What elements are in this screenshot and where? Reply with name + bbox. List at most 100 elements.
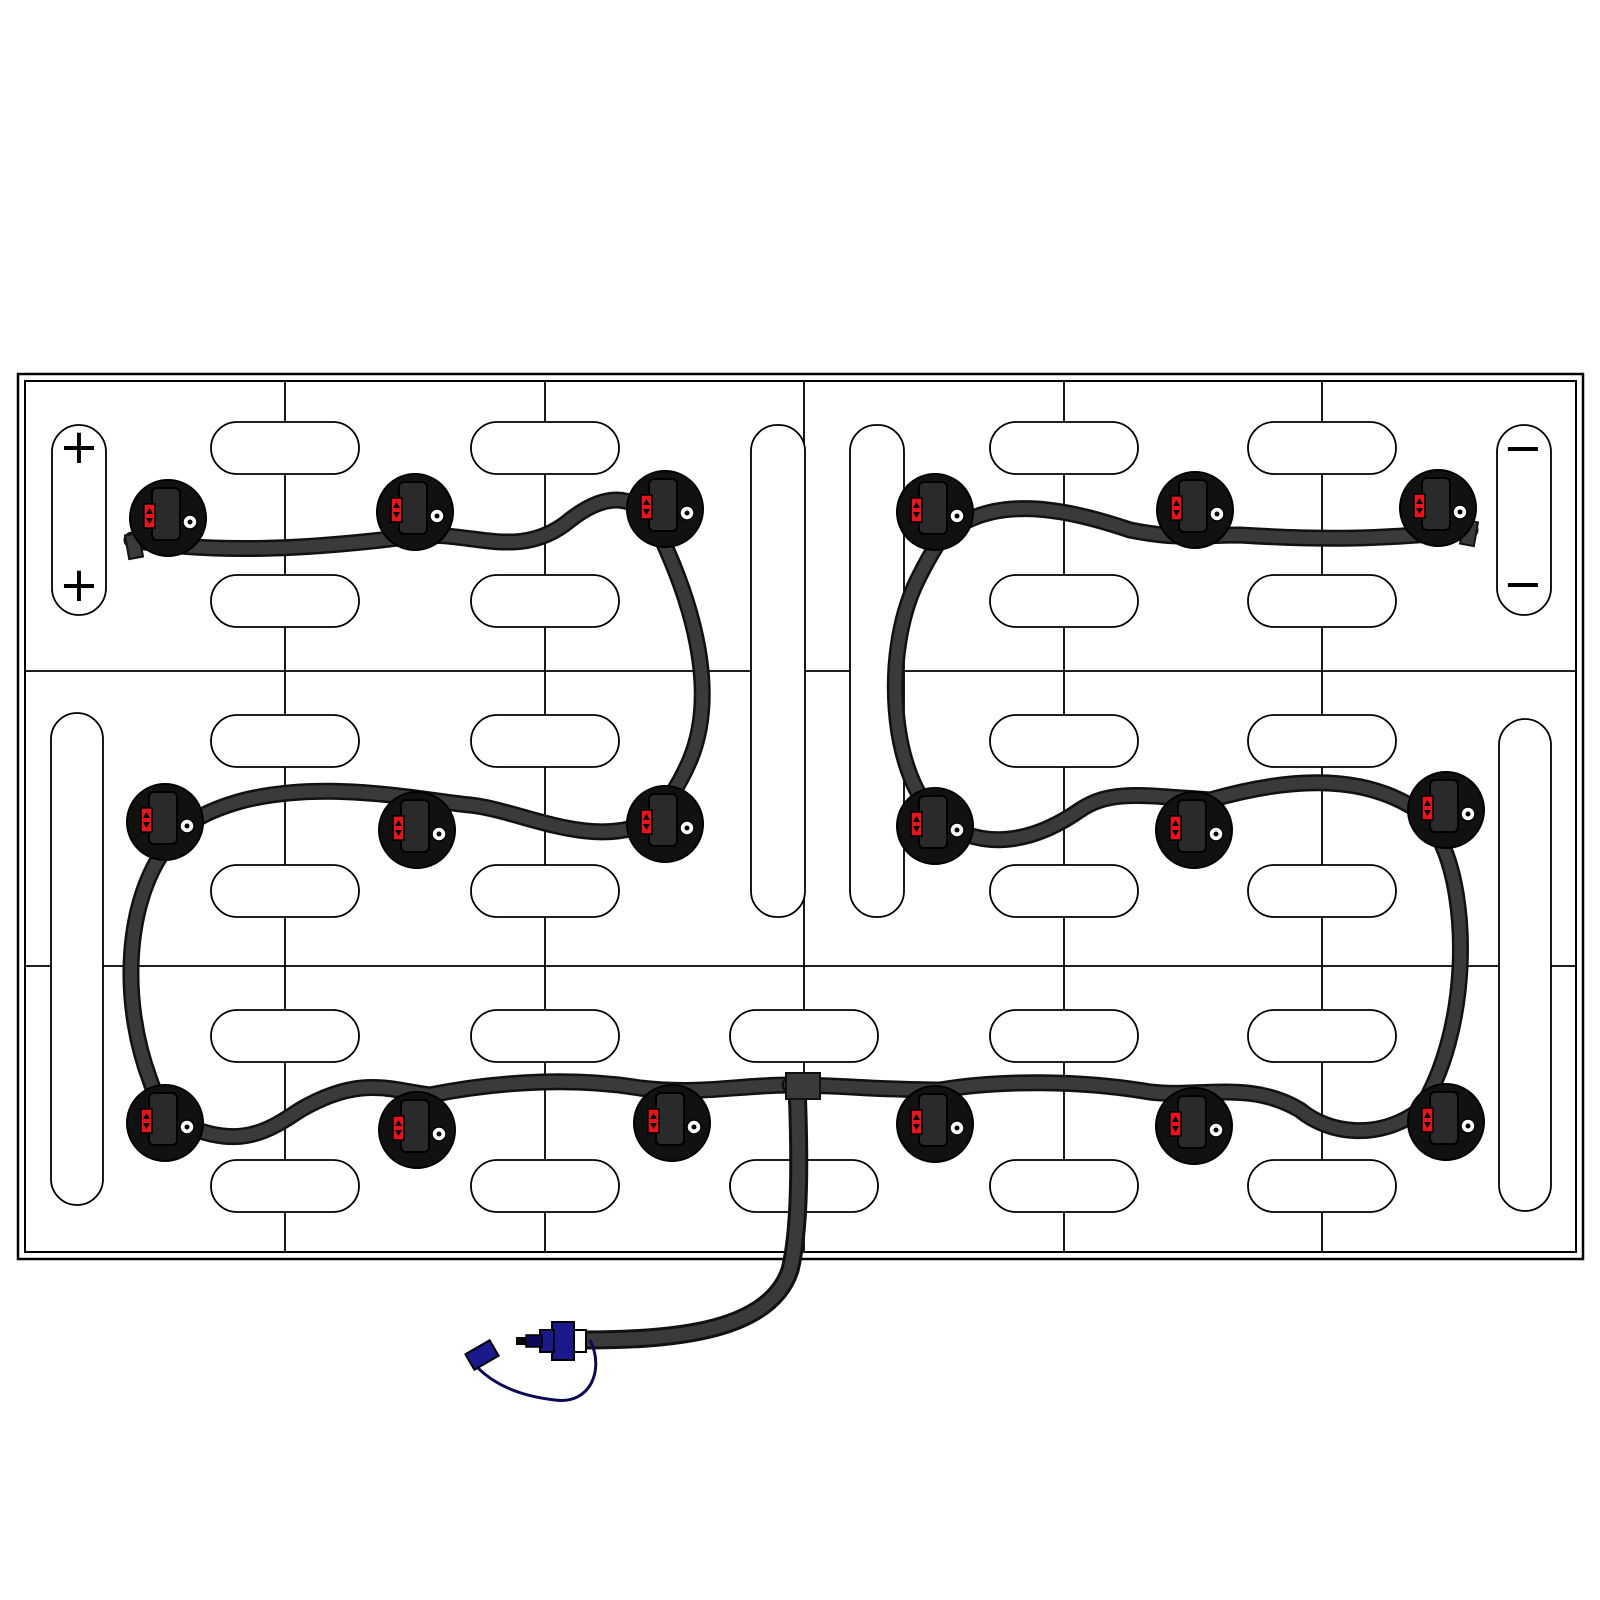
indicator-arrows [1172, 1116, 1179, 1132]
water-refill-plug-icon [896, 1085, 974, 1163]
water-refill-plug-icon [1155, 1087, 1233, 1165]
indicator-arrows [1172, 820, 1179, 836]
coupler-body [551, 1321, 575, 1361]
indicator-arrows [395, 1120, 402, 1136]
water-refill-plug-icon [626, 785, 704, 863]
vent-slot [729, 1009, 879, 1063]
plug-float-housing [1429, 1091, 1459, 1145]
vent-dot-center [684, 510, 690, 516]
water-refill-plug-icon [378, 1091, 456, 1169]
indicator-arrows [643, 499, 650, 515]
level-indicator [1421, 795, 1434, 821]
hose-coupler-icon [516, 1321, 575, 1361]
indicator-arrows [643, 814, 650, 830]
plug-float-housing [1429, 779, 1459, 833]
plug-float-housing [648, 793, 678, 847]
vertical-vent-slot [50, 712, 104, 1206]
vent-dot-center [1213, 831, 1219, 837]
vent-dot-center [684, 825, 690, 831]
coupler-nozzle [525, 1334, 543, 1348]
hose-segment [889, 534, 946, 826]
cell-vents [50, 421, 1552, 1213]
vent-slot [989, 714, 1139, 768]
vent-dot-center [691, 1124, 697, 1130]
plug-float-housing [398, 481, 428, 535]
positive-terminal-symbol-top: + [59, 419, 99, 475]
plug-float-housing [918, 481, 948, 535]
indicator-arrows [395, 820, 402, 836]
plug-float-housing [655, 1092, 685, 1146]
positive-terminal-plate [51, 424, 107, 616]
hose-segment [784, 1076, 1426, 1137]
water-refill-plug-icon [126, 1084, 204, 1162]
indicator-arrows [1424, 1112, 1431, 1128]
plug-float-housing [148, 791, 178, 845]
vent-slot [1247, 421, 1397, 475]
plug-float-housing [400, 799, 430, 853]
vent-slot [989, 1159, 1139, 1213]
level-indicator [640, 494, 653, 520]
plug-float-housing [1177, 1095, 1207, 1149]
vent-dot-center [436, 831, 442, 837]
vent-dot-center [1465, 1123, 1471, 1129]
vent-slot [1247, 1009, 1397, 1063]
vent-dot-center [1465, 811, 1471, 817]
level-indicator [1170, 495, 1183, 521]
hose-segment [934, 776, 1426, 846]
vent-slot [989, 421, 1139, 475]
refill-plugs [126, 469, 1485, 1169]
vent-slot [210, 421, 360, 475]
level-indicator [143, 503, 156, 529]
vent-slot [210, 1159, 360, 1213]
water-refill-plug-icon [378, 791, 456, 869]
vent-slot [470, 864, 620, 918]
level-indicator [640, 809, 653, 835]
water-refill-plug-icon [376, 473, 454, 551]
water-refill-plug-icon [633, 1084, 711, 1162]
indicator-arrows [146, 508, 153, 524]
vertical-vent-slot [1498, 718, 1552, 1212]
plug-float-housing [151, 487, 181, 541]
vent-slot [210, 714, 360, 768]
indicator-arrows [143, 812, 150, 828]
fill-inlet [464, 1321, 598, 1402]
water-refill-plug-icon [1407, 771, 1485, 849]
level-indicator [392, 1115, 405, 1141]
vent-slot [470, 1009, 620, 1063]
vent-slot [470, 574, 620, 628]
hose-segment [126, 494, 666, 555]
dust-cap-icon [464, 1338, 500, 1372]
indicator-arrows [1173, 500, 1180, 516]
vertical-vent-slot [750, 424, 806, 918]
indicator-arrows [1424, 800, 1431, 816]
vent-slot [989, 574, 1139, 628]
indicator-arrows [913, 1114, 920, 1130]
vent-slot [989, 1009, 1139, 1063]
vent-dot-center [436, 1131, 442, 1137]
vent-slot [210, 864, 360, 918]
vent-dot-center [1457, 509, 1463, 515]
terminal-plates: + + − − [51, 419, 1552, 616]
indicator-arrows [1416, 498, 1423, 514]
negative-terminal-symbol-top: − [1503, 420, 1543, 476]
water-refill-plug-icon [896, 787, 974, 865]
water-refill-plug-icon [1407, 1083, 1485, 1161]
indicator-arrows [650, 1113, 657, 1129]
indicator-arrows [143, 1113, 150, 1129]
level-indicator [1169, 815, 1182, 841]
negative-terminal-plate [1496, 424, 1552, 616]
negative-terminal-symbol-bottom: − [1503, 556, 1543, 612]
vent-slot [1247, 574, 1397, 628]
plug-float-housing [648, 478, 678, 532]
plug-float-housing [1178, 479, 1208, 533]
level-indicator [1169, 1111, 1182, 1137]
vent-dot-center [1213, 1127, 1219, 1133]
level-indicator [1413, 493, 1426, 519]
coupler-tip [516, 1337, 526, 1345]
level-indicator [392, 815, 405, 841]
vent-dot-center [954, 1125, 960, 1131]
level-indicator [140, 807, 153, 833]
water-refill-plug-icon [126, 783, 204, 861]
vent-slot [470, 714, 620, 768]
vent-slot [210, 1009, 360, 1063]
